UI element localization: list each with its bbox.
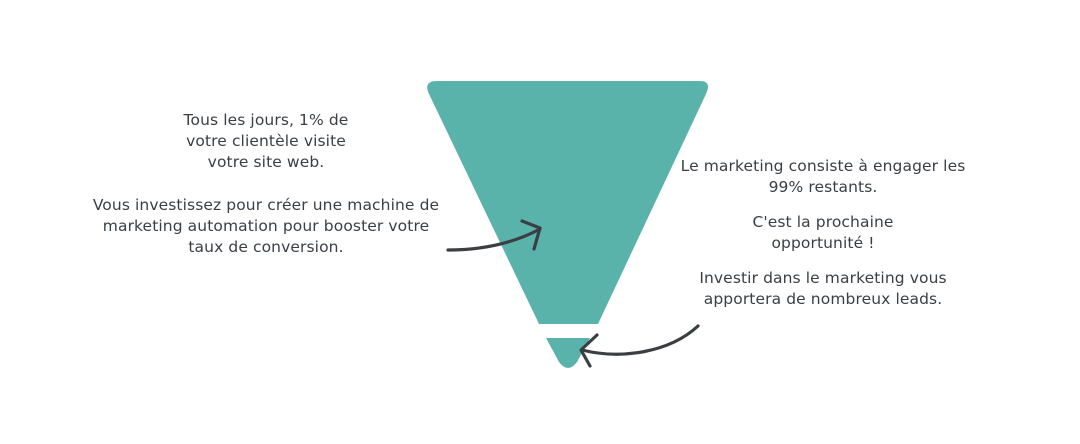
funnel-top-section: [427, 81, 708, 324]
right-paragraph-2: C'est la prochaine opportunité !: [752, 213, 894, 252]
right-description: Le marketing consiste à engager les 99% …: [668, 156, 978, 310]
left-paragraph-2: Vous investissez pour créer une machine …: [92, 196, 440, 256]
left-paragraph-1: Tous les jours, 1% de votre clientèle vi…: [183, 111, 349, 171]
right-paragraph-1: Le marketing consiste à engager les 99% …: [680, 157, 966, 196]
arrow-to-funnel-tip: [579, 324, 700, 368]
arrow-into-funnel: [446, 219, 542, 252]
funnel-bottom-tip: [546, 338, 590, 368]
right-paragraph-3: Investir dans le marketing vous apporter…: [699, 269, 947, 308]
left-description: Tous les jours, 1% de votre clientèle vi…: [88, 110, 444, 258]
